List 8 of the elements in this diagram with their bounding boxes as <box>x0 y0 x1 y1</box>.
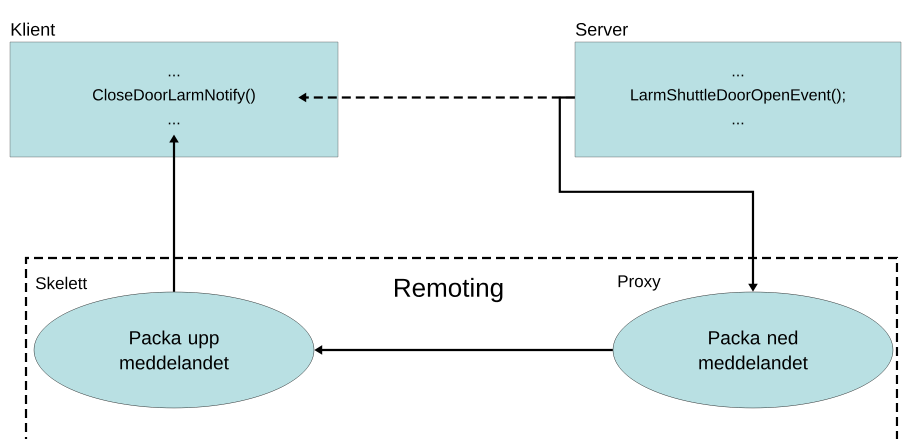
box-heading: Klient <box>12 22 56 36</box>
frame-title: Remoting <box>395 278 502 302</box>
dashed-frame <box>24 256 898 439</box>
code-box: ... LarmShuttleDoorOpenEvent(); ... <box>574 42 902 158</box>
ellipse-caption: Skelett <box>36 276 88 290</box>
box-heading: Server <box>576 23 628 36</box>
code-box: ... CloseDoorLarmNotify() ... <box>10 42 338 158</box>
ellipse-caption: Proxy <box>618 275 661 291</box>
